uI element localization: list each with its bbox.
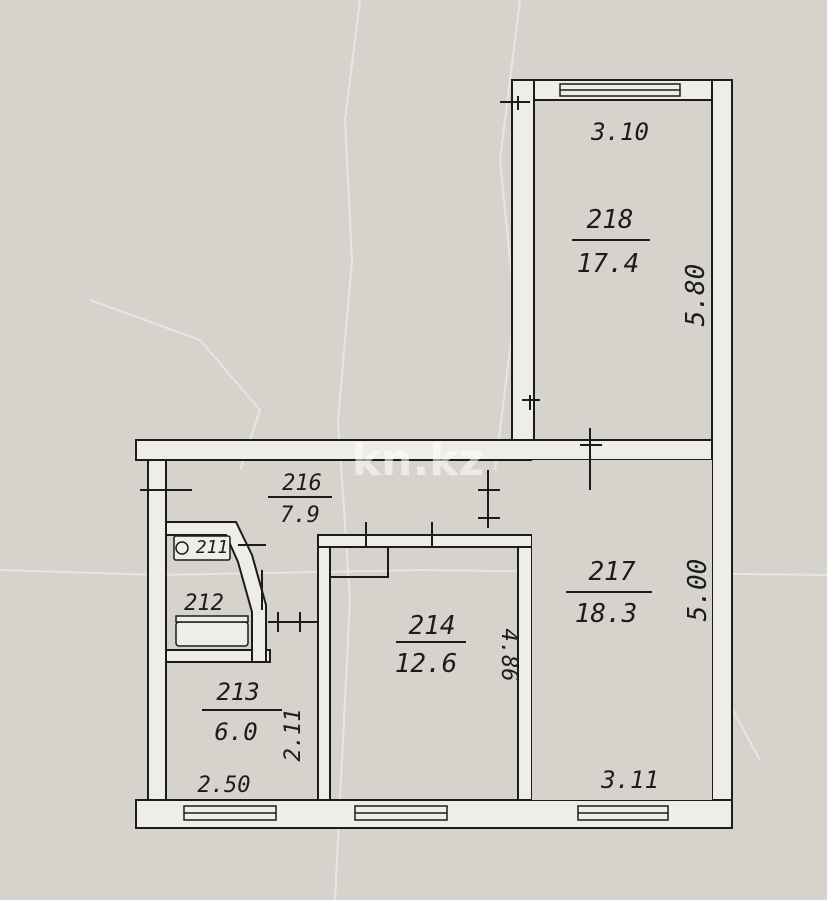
room-216: 216 7.9 — [268, 471, 332, 528]
dim-bottom-right: 3.11 — [600, 766, 659, 794]
room-216-id: 216 — [282, 471, 322, 496]
room-218: 218 17.4 — [572, 205, 650, 279]
walls — [135, 79, 733, 829]
room-211: 211 — [196, 537, 229, 558]
sink-icon — [175, 541, 189, 555]
dim-bottom-left: 2.50 — [198, 773, 251, 798]
room-218-area: 17.4 — [577, 249, 640, 279]
room-213-area: 6.0 — [214, 718, 257, 746]
watermark-text: kn.kz — [352, 435, 484, 486]
bath-fixtures — [173, 535, 249, 647]
room-214-id: 214 — [409, 611, 456, 641]
room-211-id: 211 — [196, 537, 229, 558]
room-212-id: 212 — [184, 591, 224, 616]
dim-top-width: 3.10 — [590, 118, 649, 146]
door-marks — [140, 96, 602, 632]
room-212: 212 — [184, 591, 224, 616]
dimensions: 3.10 5.80 5.00 3.11 2.50 2.11 4.86 — [198, 118, 713, 798]
room-217-area: 18.3 — [575, 599, 638, 629]
dim-right-upper: 5.80 — [681, 264, 711, 327]
room-217: 217 18.3 — [566, 557, 652, 629]
room-214-area: 12.6 — [395, 649, 458, 679]
dim-middle-room-height: 4.86 — [496, 629, 521, 682]
room-217-id: 217 — [589, 557, 636, 587]
dim-left-room-height: 2.11 — [281, 709, 306, 762]
windows — [183, 83, 681, 821]
room-218-id: 218 — [587, 205, 634, 235]
watermark: kn.kz — [352, 435, 484, 486]
bathtub-icon — [175, 621, 249, 647]
room-213: 213 6.0 — [202, 678, 282, 746]
dim-right-lower: 5.00 — [683, 559, 713, 622]
room-214: 214 12.6 — [395, 611, 466, 679]
room-216-area: 7.9 — [280, 503, 320, 528]
room-213-id: 213 — [216, 678, 259, 706]
